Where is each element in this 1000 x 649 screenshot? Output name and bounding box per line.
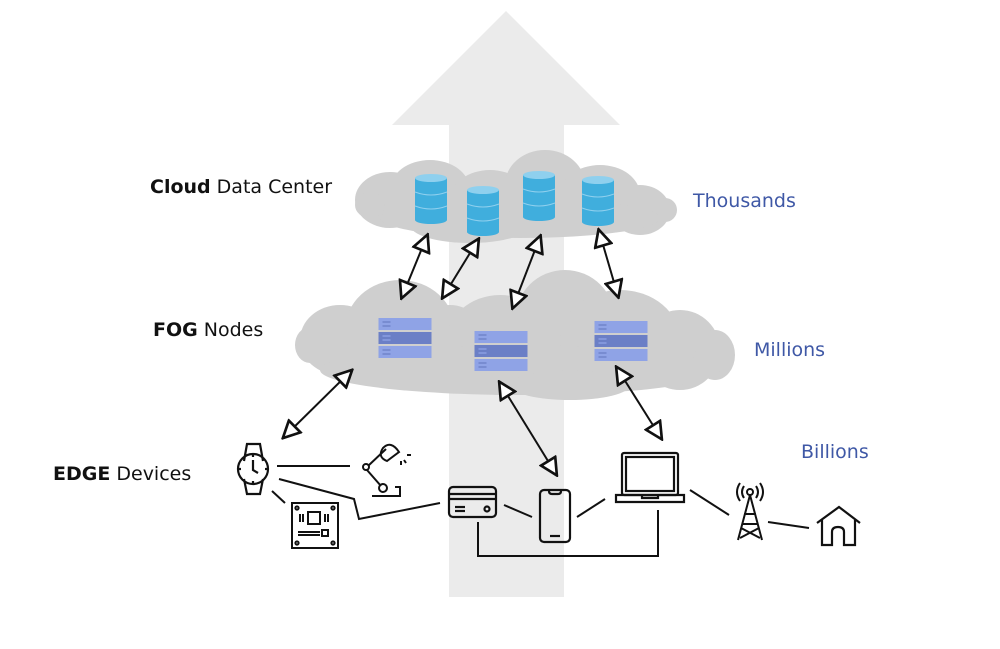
chip-board-icon xyxy=(291,502,339,549)
tier-label-bold: EDGE xyxy=(53,463,111,485)
server-icon xyxy=(378,318,432,358)
cloud-fog-arrow xyxy=(513,237,540,307)
tier-label-rest: Data Center xyxy=(210,176,333,198)
phone-icon xyxy=(538,488,572,544)
lamp-icon xyxy=(362,443,411,497)
server-group xyxy=(378,318,648,371)
tier-label-cloud: Cloud Data Center xyxy=(150,176,332,198)
count-label-cloud: Thousands xyxy=(693,190,796,212)
database-group xyxy=(414,171,615,236)
fog-edge-arrow xyxy=(617,368,661,438)
tower-home-link xyxy=(767,521,810,529)
tier-label-bold: Cloud xyxy=(150,176,211,198)
antenna-tower-icon xyxy=(736,482,764,541)
count-label-edge: Billions xyxy=(801,441,869,463)
house-icon xyxy=(816,505,861,547)
laptop-icon xyxy=(614,451,686,504)
watch-card-link xyxy=(278,478,441,521)
watch-icon xyxy=(236,442,270,496)
tier-label-bold: FOG xyxy=(153,319,198,341)
database-icon xyxy=(581,176,615,226)
tier-label-edge: EDGE Devices xyxy=(53,463,191,485)
phone-laptop-link xyxy=(576,498,606,518)
cloud-fog-arrow xyxy=(599,231,618,296)
database-icon xyxy=(414,174,448,224)
edge-links xyxy=(271,465,810,557)
database-icon xyxy=(466,186,500,236)
laptop-tower-link xyxy=(689,489,730,516)
card-phone-link xyxy=(503,504,533,518)
fog-edge-arrow xyxy=(500,383,556,474)
count-label-fog: Millions xyxy=(754,339,826,361)
cloud-fog-arrow xyxy=(402,236,427,297)
credit-card-icon xyxy=(447,485,498,519)
server-icon xyxy=(474,331,528,371)
fog-edge-arrow xyxy=(284,371,351,437)
tier-label-rest: Devices xyxy=(110,463,192,485)
card-laptop-link xyxy=(477,510,659,557)
cloud-shape xyxy=(355,150,677,243)
tier-label-fog: FOG Nodes xyxy=(153,319,263,341)
watch-board-link xyxy=(271,490,286,504)
server-icon xyxy=(594,321,648,361)
cloud-fog-arrow xyxy=(443,240,478,297)
tier-label-rest: Nodes xyxy=(197,319,264,341)
database-icon xyxy=(522,171,556,221)
